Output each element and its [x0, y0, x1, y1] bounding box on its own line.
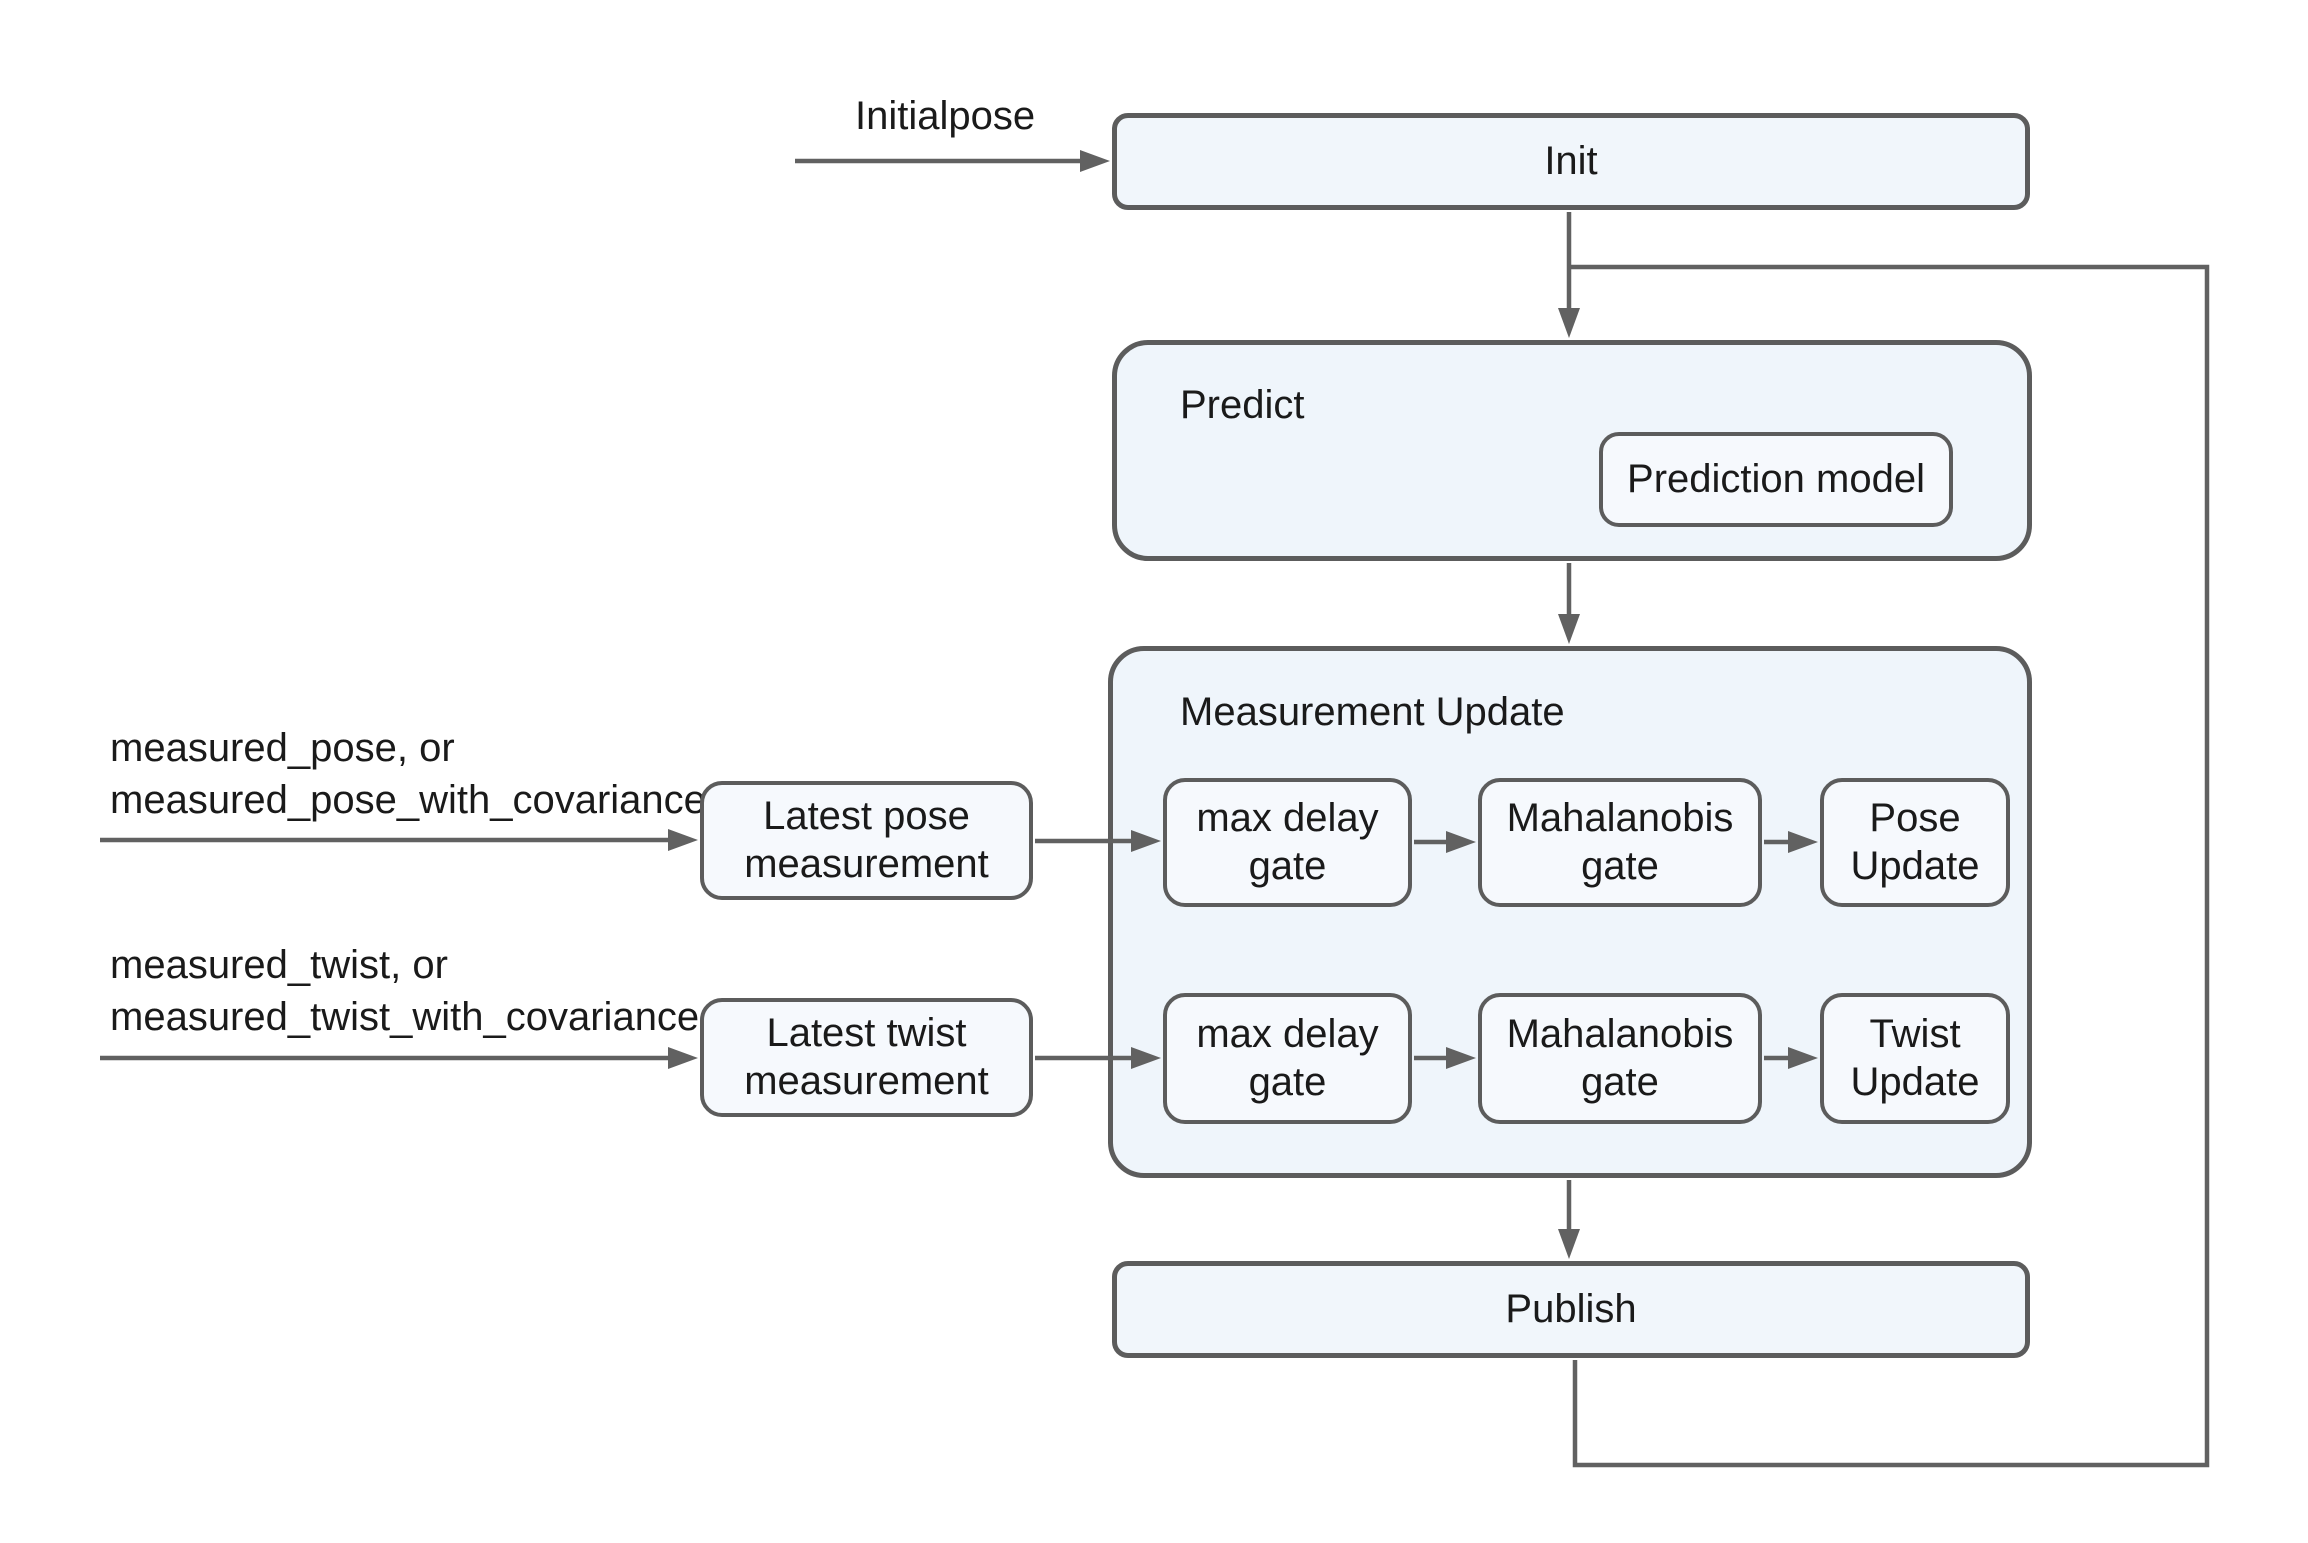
initialpose-label: Initialpose	[855, 94, 1036, 138]
arrow-measurement-update-to-publish	[1558, 1180, 1580, 1259]
pose-mahalanobis-gate-label: Mahalanobis gate	[1506, 796, 1734, 888]
latest-twist-node: Latest twist measurement	[700, 998, 1033, 1117]
measured-twist-label: measured_twist, or measured_twist_with_c…	[110, 943, 700, 1039]
arrow-twist-input	[100, 1047, 698, 1069]
latest-twist-label: Latest twist measurement	[744, 1011, 989, 1103]
pose-max-delay-gate-label: max delay gate	[1196, 796, 1379, 888]
latest-pose-node: Latest pose measurement	[700, 781, 1033, 900]
publish-node: Publish	[1112, 1261, 2030, 1358]
prediction-model-node: Prediction model	[1599, 432, 1953, 527]
arrow-initialpose-to-init	[795, 150, 1110, 172]
twist-update-label: Twist Update	[1850, 1012, 1980, 1104]
arrow-init-to-predict	[1558, 212, 1580, 338]
init-label: Init	[1544, 138, 1598, 183]
publish-label: Publish	[1505, 1286, 1637, 1331]
pose-update-label: Pose Update	[1850, 796, 1980, 888]
twist-max-delay-gate-node: max delay gate	[1163, 993, 1412, 1124]
prediction-model-label: Prediction model	[1627, 456, 1925, 501]
pose-max-delay-gate-node: max delay gate	[1163, 778, 1412, 907]
pose-mahalanobis-gate-node: Mahalanobis gate	[1478, 778, 1762, 907]
arrow-predict-to-measurement-update	[1558, 563, 1580, 644]
twist-max-delay-gate-label: max delay gate	[1196, 1012, 1379, 1104]
predict-title: Predict	[1180, 383, 1305, 427]
twist-mahalanobis-gate-node: Mahalanobis gate	[1478, 993, 1762, 1124]
measurement-update-title: Measurement Update	[1180, 690, 1565, 734]
latest-pose-label: Latest pose measurement	[744, 794, 989, 886]
measured-pose-label: measured_pose, or measured_pose_with_cov…	[110, 726, 706, 822]
arrow-pose-input	[100, 829, 698, 851]
pose-update-node: Pose Update	[1820, 778, 2010, 907]
twist-update-node: Twist Update	[1820, 993, 2010, 1124]
twist-mahalanobis-gate-label: Mahalanobis gate	[1506, 1012, 1734, 1104]
init-node: Init	[1112, 113, 2030, 210]
